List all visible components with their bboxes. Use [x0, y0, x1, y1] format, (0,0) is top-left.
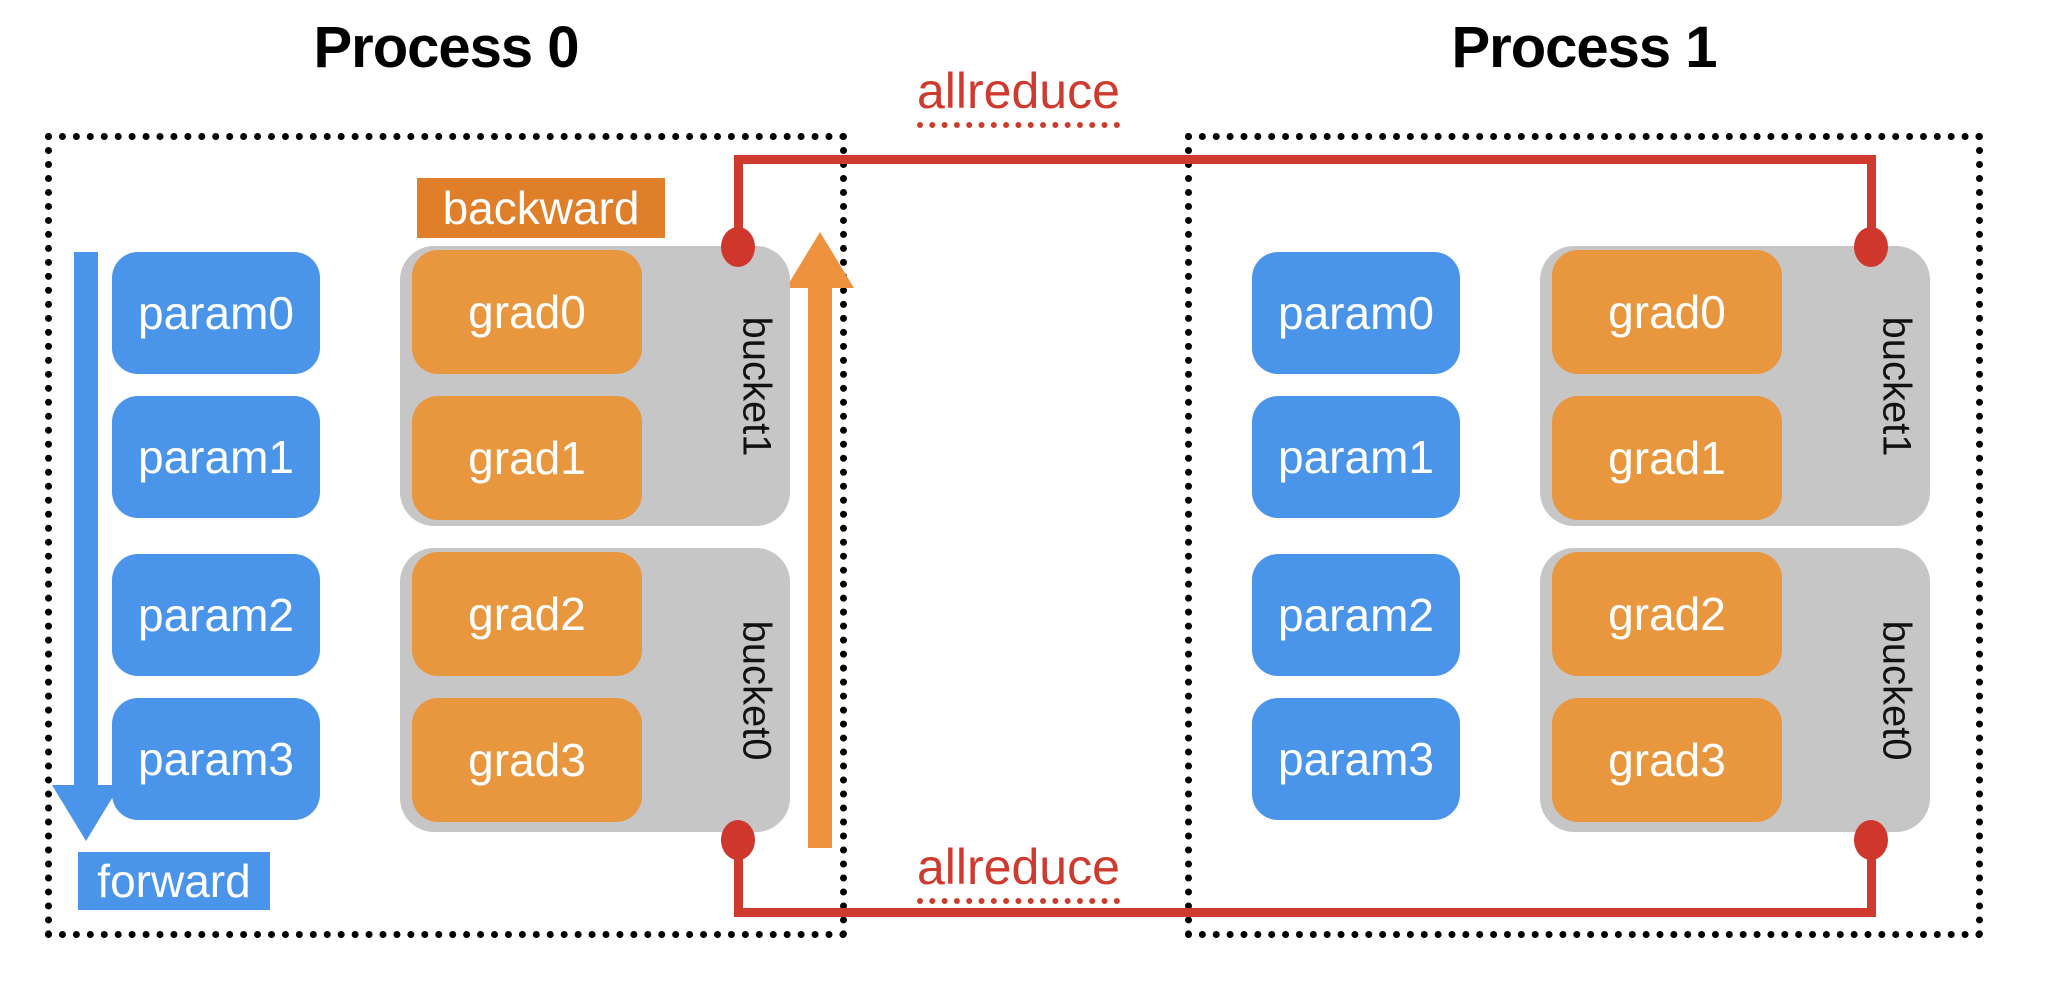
process-1-grad1: grad1: [1552, 396, 1782, 520]
bucket-label-text: bucket0: [1874, 619, 1919, 761]
process-1-bucket0-label: bucket0: [1868, 548, 1924, 832]
process-0-grad2: grad2: [412, 552, 642, 676]
allreduce-bottom-endpoint-process1: [1854, 820, 1888, 860]
bucket-label-text: bucket0: [734, 619, 779, 761]
process-1-grad0: grad0: [1552, 250, 1782, 374]
allreduce-bottom-label: allreduce: [917, 838, 1120, 904]
forward-label: forward: [78, 852, 270, 910]
process-0-grad1: grad1: [412, 396, 642, 520]
process-0-param3: param3: [112, 698, 320, 820]
allreduce-top-wire-horizontal: [734, 155, 1876, 164]
process-0-bucket1-label: bucket1: [728, 246, 784, 526]
process-0-param0: param0: [112, 252, 320, 374]
process-1-param0: param0: [1252, 252, 1460, 374]
process-0-grad0: grad0: [412, 250, 642, 374]
allreduce-top-label: allreduce: [917, 62, 1120, 128]
bucket-label-text: bucket1: [734, 315, 779, 457]
process-1-param1: param1: [1252, 396, 1460, 518]
process-0-title: Process 0: [313, 15, 579, 80]
allreduce-top-wire-right-vertical: [1867, 155, 1876, 245]
forward-arrow-shaft: [74, 252, 98, 792]
process-0-container: [45, 133, 847, 938]
allreduce-top-wire-left-vertical: [734, 155, 743, 245]
allreduce-top-endpoint-process1: [1854, 227, 1888, 267]
process-0-bucket0-label: bucket0: [728, 548, 784, 832]
allreduce-bottom-endpoint-process0: [721, 820, 755, 860]
process-1-param2: param2: [1252, 554, 1460, 676]
process-1-bucket1-label: bucket1: [1868, 246, 1924, 526]
process-1-container: [1185, 133, 1983, 938]
backward-arrow-shaft: [808, 286, 832, 848]
forward-arrow-head: [52, 785, 120, 841]
process-1-grad2: grad2: [1552, 552, 1782, 676]
allreduce-top-endpoint-process0: [721, 227, 755, 267]
backward-arrow-head: [786, 232, 854, 288]
bucket-label-text: bucket1: [1874, 315, 1919, 457]
process-0-param1: param1: [112, 396, 320, 518]
process-0-param2: param2: [112, 554, 320, 676]
allreduce-bottom-wire-horizontal: [734, 908, 1876, 917]
process-1-param3: param3: [1252, 698, 1460, 820]
allreduce-bottom-wire-left-vertical: [734, 840, 743, 916]
backward-label: backward: [417, 178, 665, 238]
process-1-title: Process 1: [1451, 15, 1717, 80]
process-0-grad3: grad3: [412, 698, 642, 822]
allreduce-bottom-wire-right-vertical: [1867, 840, 1876, 916]
process-1-grad3: grad3: [1552, 698, 1782, 822]
